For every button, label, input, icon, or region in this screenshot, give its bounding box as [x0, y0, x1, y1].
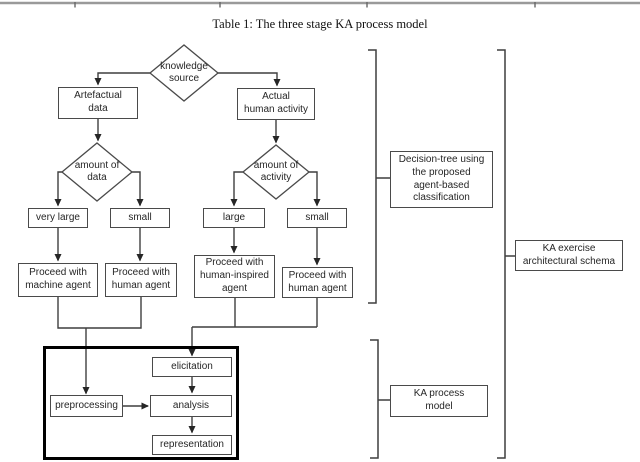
flow-arrows — [54, 72, 321, 434]
node-artefactual-data: Artefactual data — [58, 87, 138, 119]
label-ka-process: KA process model — [390, 385, 488, 417]
bracket-decision-tree — [368, 49, 390, 304]
decision-knowledge-source — [148, 44, 220, 102]
node-proceed-human-inspired-agent: Proceed with human-inspired agent — [194, 255, 275, 298]
node-preprocessing: preprocessing — [50, 395, 123, 417]
node-very-large: very large — [28, 208, 88, 228]
node-proceed-human-agent-data: Proceed with human agent — [105, 263, 177, 297]
node-representation: representation — [152, 435, 232, 455]
node-analysis: analysis — [150, 395, 232, 417]
bracket-ka-process — [370, 339, 390, 459]
decision-knowledge-source-label: knowledge source — [160, 61, 208, 84]
decision-amount-of-data-label: amount of data — [74, 160, 120, 183]
bracket-ka-exercise — [497, 49, 515, 459]
decision-amount-of-activity — [241, 144, 311, 200]
node-small-data: small — [110, 208, 170, 228]
figure-caption: Table 1: The three stage KA process mode… — [212, 17, 428, 31]
label-decision-tree: Decision-tree using the proposed agent-b… — [390, 151, 493, 208]
node-proceed-machine-agent: Proceed with machine agent — [18, 263, 98, 297]
node-small-activity: small — [287, 208, 347, 228]
decision-amount-of-activity-label: amount of activity — [253, 160, 299, 183]
node-actual-human-activity: Actual human activity — [237, 88, 315, 120]
node-proceed-human-agent-activity: Proceed with human agent — [282, 267, 353, 298]
node-large-activity: large — [203, 208, 265, 228]
decision-amount-of-data — [60, 142, 134, 202]
page-top-rule — [0, 1, 640, 8]
label-ka-exercise: KA exercise architectural schema — [515, 240, 623, 271]
node-elicitation: elicitation — [152, 357, 232, 377]
ka-process-model-frame — [43, 346, 239, 460]
